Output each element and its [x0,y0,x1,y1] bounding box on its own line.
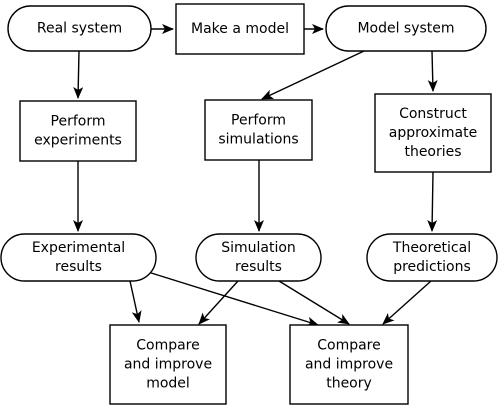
node-compare-theory-label: Compare [317,338,381,354]
arrow-simulation-results-to-compare-theory [278,280,350,325]
node-model-system-label: Model system [357,21,454,37]
node-construct-theories: Construct approximate theories [374,93,492,173]
node-theoretical-predictions-label: predictions [393,259,471,275]
node-make-model-label: Make a model [191,21,289,37]
node-theoretical-predictions: Theoretical predictions [366,233,498,282]
node-theoretical-predictions-shape [366,233,498,282]
node-compare-theory-shape [289,324,409,405]
node-experimental-results-label: Experimental [32,240,125,256]
arrow-model-system-to-perform-simulations [261,50,365,100]
node-real-system: Real system [7,5,152,52]
node-compare-model-label: Compare [136,338,200,354]
node-simulation-results-label: Simulation [221,240,296,256]
node-model-system-shape [325,5,487,52]
node-perform-simulations-label: Perform [231,113,286,129]
node-perform-experiments-label: experiments [34,133,122,149]
node-real-system-shape [7,5,152,52]
node-experimental-results-shape [0,233,157,282]
node-perform-simulations: Perform simulations [204,99,313,161]
node-simulation-results-shape [195,233,322,282]
arrow-theoretical-predictions-to-compare-theory [382,280,432,325]
node-simulation-results: Simulation results [195,233,322,282]
node-construct-theories-shape [374,93,492,173]
node-compare-model-label: model [146,376,190,392]
node-make-model: Make a model [175,3,305,55]
node-perform-experiments: Perform experiments [19,100,137,162]
arrow-experimental-results-to-compare-theory [147,271,319,327]
node-compare-theory: Compare and improve theory [289,324,409,405]
edges-layer [73,24,438,327]
node-construct-theories-label: theories [404,144,461,160]
node-simulation-results-label: results [235,259,282,275]
arrow-experimental-results-to-compare-model [129,280,142,323]
arrow-construct-theories-to-theoretical-predictions [427,171,438,232]
arrow-model-system-to-construct-theories [427,50,438,92]
node-compare-theory-label: theory [326,376,372,392]
node-make-model-shape [175,3,305,55]
node-theoretical-predictions-label: Theoretical [392,240,471,256]
node-compare-model-shape [109,324,227,405]
node-construct-theories-label: Construct [399,106,467,122]
node-experimental-results-label: results [55,259,102,275]
node-perform-simulations-label: simulations [218,132,298,148]
node-perform-simulations-shape [204,99,313,161]
arrow-simulation-results-to-compare-model [198,280,239,325]
node-construct-theories-label: approximate [389,125,477,141]
node-perform-experiments-shape [19,100,137,162]
arrow-real-system-to-perform-experiments [73,50,84,99]
node-model-system: Model system [325,5,487,52]
node-compare-theory-label: and improve [305,357,393,373]
node-real-system-label: Real system [37,21,122,37]
node-experimental-results: Experimental results [0,233,157,282]
node-compare-model-label: and improve [124,357,212,373]
node-compare-model: Compare and improve model [109,324,227,405]
node-perform-experiments-label: Perform [51,114,106,130]
nodes-layer: Real system Make a model Model systemPerfo… [0,3,498,405]
